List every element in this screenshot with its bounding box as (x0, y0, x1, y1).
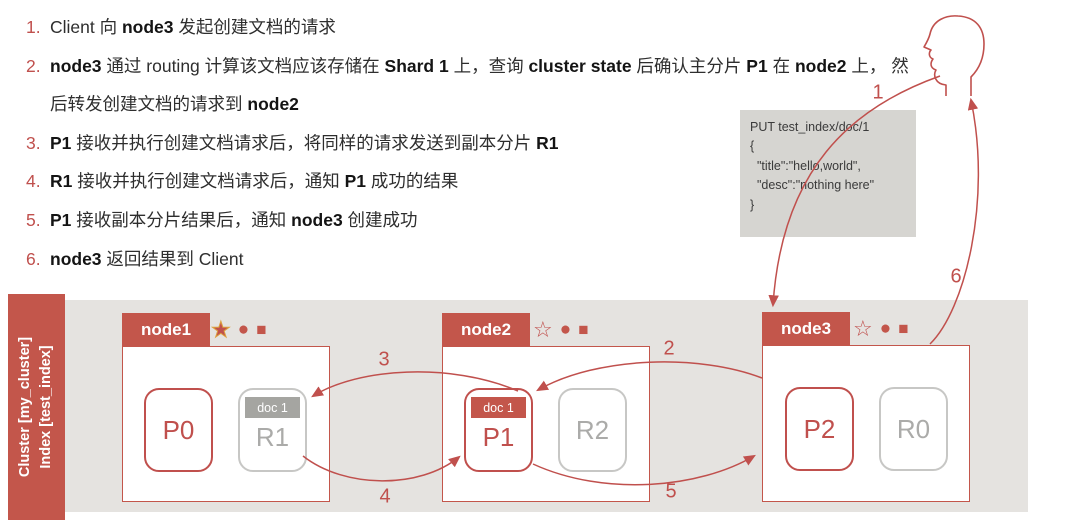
circle-icon: ● (879, 318, 892, 339)
step-number: 1. (26, 17, 41, 37)
shard-r2-label: R2 (575, 414, 610, 445)
step-text: P1 接收并执行创建文档请求后，将同样的请求发送到副本分片 R1 (50, 132, 559, 153)
index-label: Index [test_index] (38, 345, 55, 469)
step-item: 5. P1 接收副本分片结果后，通知 node3 创建成功 (26, 201, 918, 240)
node1-tab: node1 (122, 313, 210, 346)
node2-box: doc 1 P1 R2 (442, 346, 650, 502)
node1-icons: ★ ● ■ (211, 313, 267, 346)
node2-icons: ☆ ● ■ (533, 313, 589, 346)
step-number: 6. (26, 248, 41, 269)
node3-tab: node3 (762, 312, 850, 345)
node2-tab: node2 (442, 313, 530, 346)
step-item: 6. node3 返回结果到 Client (26, 240, 918, 279)
step-number: 5. (26, 209, 41, 230)
step-text: node3 通过 routing 计算该文档应该存储在 Shard 1 上，查询… (50, 55, 909, 115)
cluster-sidebar: Cluster [my_cluster] Index [test_index] (8, 294, 65, 520)
steps-list: 1. Client 向 node3 发起创建文档的请求 2. node3 通过 rou… (26, 8, 918, 278)
step-text: Client 向 node3 发起创建文档的请求 (50, 17, 336, 37)
star-outline-icon: ☆ (853, 315, 873, 341)
shard-p1: doc 1 P1 (464, 388, 533, 472)
step-text: P1 接收副本分片结果后，通知 node3 创建成功 (50, 209, 418, 230)
step-text: node3 返回结果到 Client (50, 248, 244, 269)
client-icon (923, 15, 985, 96)
circle-icon: ● (237, 319, 250, 340)
shard-r2: R2 (558, 388, 627, 472)
step-number: 4. (26, 171, 41, 192)
node3-label: node3 (780, 318, 832, 338)
node1-box: P0 doc 1 R1 (122, 346, 330, 502)
shard-p1-label: P1 (482, 421, 515, 452)
square-icon: ■ (898, 319, 909, 338)
node1-label: node1 (140, 319, 192, 339)
step-text: R1 接收并执行创建文档请求后，通知 P1 成功的结果 (50, 171, 459, 192)
shard-p0: P0 (144, 388, 213, 472)
step-item: 1. Client 向 node3 发起创建文档的请求 (26, 8, 918, 47)
cluster-label: Cluster [my_cluster] (17, 336, 34, 478)
master-star-icon: ★ (211, 316, 232, 342)
square-icon: ■ (578, 320, 589, 339)
shard-r1-label: R1 (255, 421, 290, 452)
square-icon: ■ (256, 320, 267, 339)
node3-box: P2 R0 (762, 345, 970, 502)
shard-r1: doc 1 R1 (238, 388, 307, 472)
shard-r0: R0 (879, 387, 948, 471)
step-number: 2. (26, 55, 41, 76)
node2-label: node2 (460, 319, 512, 339)
doc1-badge-p1: doc 1 (471, 397, 526, 418)
shard-r0-label: R0 (896, 413, 931, 444)
step-number: 3. (26, 132, 41, 153)
doc1-badge-r1: doc 1 (245, 397, 300, 418)
star-outline-icon: ☆ (533, 316, 553, 342)
shard-p2-label: P2 (803, 413, 836, 444)
cluster-index-label: Cluster [my_cluster] Index [test_index] (16, 337, 58, 477)
node3-icons: ☆ ● ■ (853, 312, 909, 345)
shard-p0-label: P0 (162, 414, 195, 445)
step-item: 3. P1 接收并执行创建文档请求后，将同样的请求发送到副本分片 R1 (26, 124, 918, 163)
shard-p2: P2 (785, 387, 854, 471)
step-item: 4. R1 接收并执行创建文档请求后，通知 P1 成功的结果 (26, 162, 918, 201)
arrow-label-6: 6 (950, 265, 962, 288)
circle-icon: ● (559, 319, 572, 340)
step-item: 2. node3 通过 routing 计算该文档应该存储在 Shard 1 上，… (26, 47, 918, 124)
code-block: PUT test_index/doc/1 { "title":"hello,wo… (740, 110, 916, 237)
